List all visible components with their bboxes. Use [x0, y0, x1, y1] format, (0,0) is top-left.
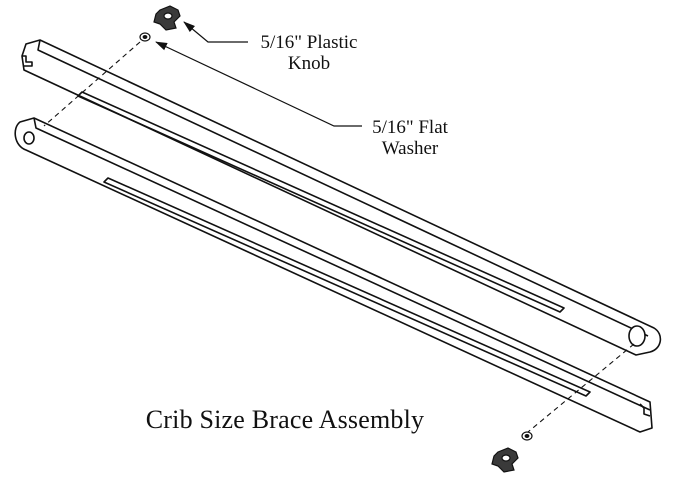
washer-leader-arrow — [155, 41, 362, 127]
washer-callout-line-2: Washer — [381, 138, 439, 159]
lower-brace-end-hole — [23, 131, 35, 145]
washer-callout-line-1: 5/16" Flat — [372, 117, 448, 138]
upper-brace-end-hole — [628, 325, 646, 347]
knob-leader-arrow — [183, 21, 248, 43]
knob-callout-label: 5/16" Plastic Knob — [244, 32, 374, 74]
lower-brace-bar — [14, 117, 653, 433]
figure-caption: Crib Size Brace Assembly — [145, 405, 425, 434]
knob-callout-line-2: Knob — [287, 53, 331, 74]
knob-callout-line-1: 5/16" Plastic — [260, 32, 358, 53]
bottom-knob-hardware — [491, 431, 533, 473]
washer-callout-label: 5/16" Flat Washer — [360, 117, 460, 159]
callout-leaders — [155, 21, 362, 127]
lower-brace-slot — [103, 177, 591, 397]
top-knob-hardware — [139, 5, 181, 42]
assembly-guide-lines — [43, 41, 635, 433]
upper-brace-slot — [77, 91, 565, 313]
upper-brace-bar — [21, 39, 662, 356]
